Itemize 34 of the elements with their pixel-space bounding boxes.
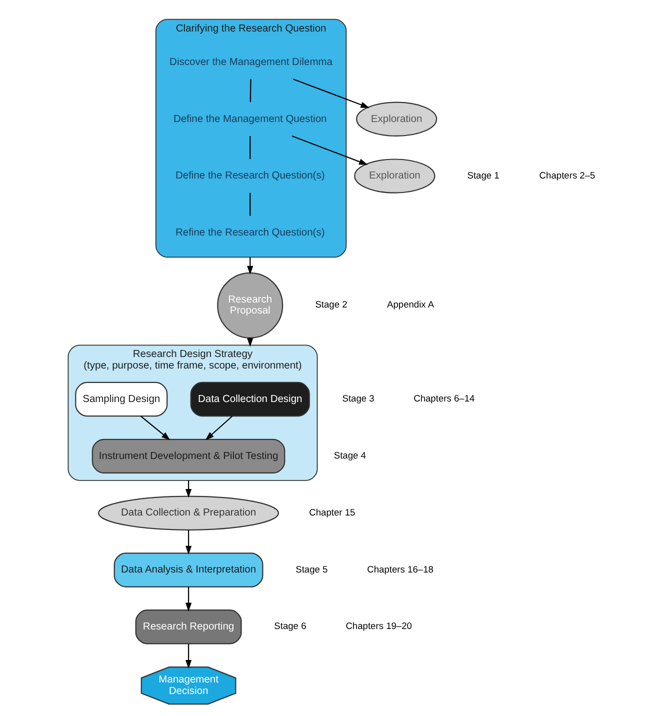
arrow [246, 257, 253, 275]
node-text: Define the Management Question [172, 114, 326, 125]
arrow [184, 586, 192, 612]
arrow [292, 78, 370, 108]
arrow [184, 644, 192, 669]
label: Chapters 6–14 [413, 394, 474, 404]
arrow [246, 338, 253, 347]
node-box: Research Reporting [134, 610, 242, 644]
node-text: Refine the Research Question(s) [174, 228, 324, 239]
label: Stage 2 [314, 300, 347, 310]
label: Stage 4 [333, 450, 366, 461]
node-text: Discover the Management Dilemma [169, 56, 332, 68]
label: Stage 3 [342, 394, 374, 404]
label: Chapters 19–20 [345, 621, 412, 632]
arrow [140, 416, 170, 440]
arrow [184, 530, 192, 555]
node-text: Define the Research Question(s) [174, 170, 324, 182]
label: Stage 6 [274, 621, 306, 632]
node-box: Sampling Design [74, 382, 168, 417]
label: Chapters 16–18 [366, 564, 433, 574]
label: Chapters 2–5 [538, 170, 595, 180]
node-ellipse: Data Collection & Preparation [98, 496, 279, 530]
node-box: Data Analysis & Interpretation [113, 552, 263, 588]
label: Appendix A [386, 300, 434, 310]
connector [249, 79, 251, 102]
arrow [291, 135, 368, 165]
arrow [204, 416, 232, 440]
connector [249, 136, 250, 160]
label: Chapter 15 [308, 507, 355, 518]
node-box: Instrument Development & Pilot Testing [91, 438, 285, 474]
label: Stage 1 [466, 170, 499, 180]
node-box: Data Collection Design [190, 382, 310, 417]
label: Stage 5 [295, 564, 328, 574]
connector [249, 192, 250, 216]
